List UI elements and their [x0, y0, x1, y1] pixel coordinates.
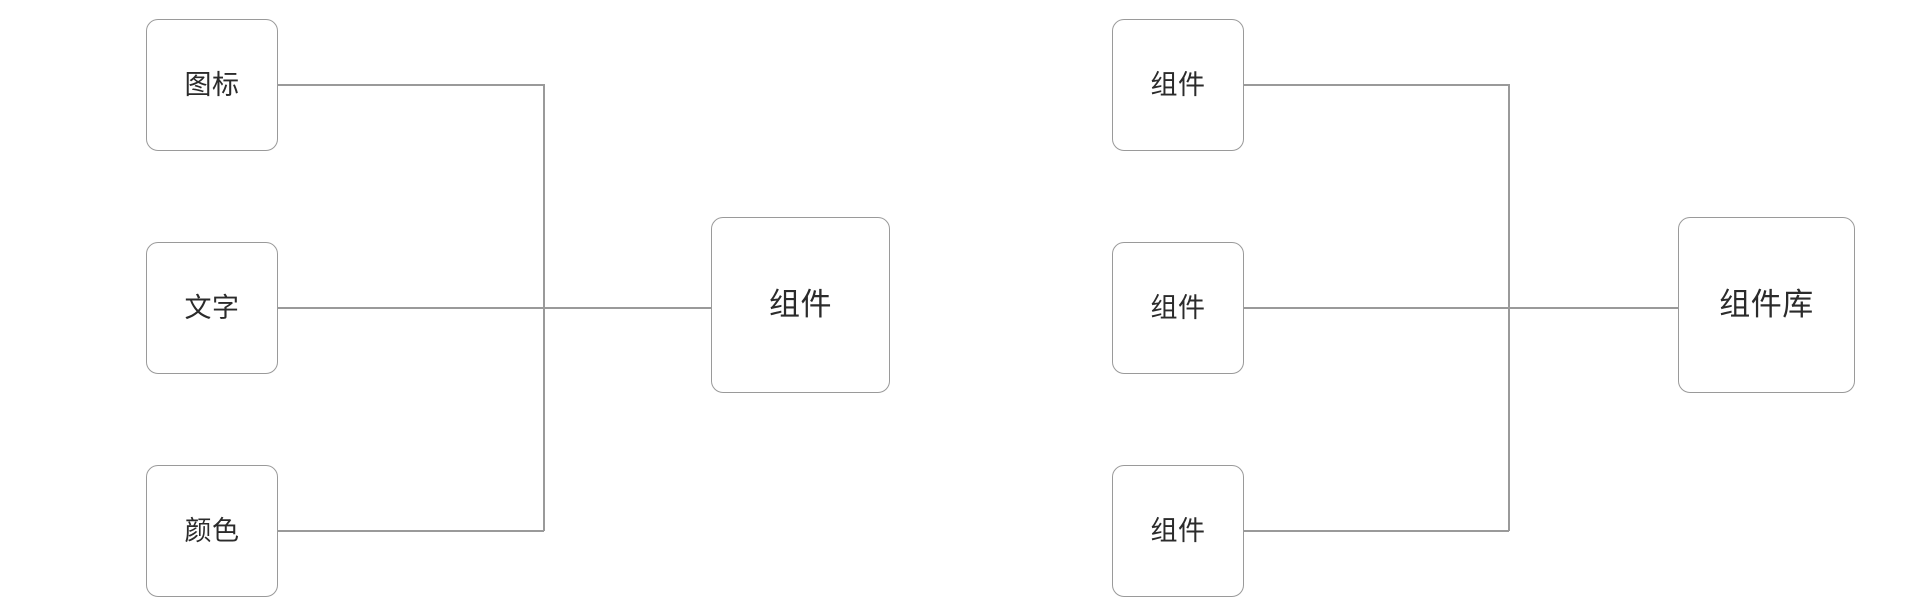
- node-component-library[interactable]: 组件库: [1678, 217, 1855, 393]
- node-component-1[interactable]: 组件: [1112, 19, 1244, 151]
- edge-icon-to-bus: [278, 84, 544, 86]
- edge-component-3-to-bus: [1244, 530, 1509, 532]
- node-component-3-label: 组件: [1150, 515, 1206, 547]
- edge-component-1-to-bus: [1244, 84, 1509, 86]
- node-component-label: 组件: [769, 286, 832, 323]
- edge-color-to-bus: [278, 530, 544, 532]
- node-text[interactable]: 文字: [146, 242, 278, 374]
- edge-component-2-to-bus: [1244, 307, 1509, 309]
- node-component-3[interactable]: 组件: [1112, 465, 1244, 597]
- edge-bus-to-component: [543, 307, 711, 309]
- edge-bus-to-component-library: [1508, 307, 1678, 309]
- edge-text-to-bus: [278, 307, 544, 309]
- node-icon-label: 图标: [184, 69, 240, 101]
- node-component[interactable]: 组件: [711, 217, 890, 393]
- node-component-2-label: 组件: [1150, 292, 1206, 324]
- node-text-label: 文字: [184, 292, 240, 324]
- node-color-label: 颜色: [184, 515, 240, 547]
- node-component-1-label: 组件: [1150, 69, 1206, 101]
- node-color[interactable]: 颜色: [146, 465, 278, 597]
- node-component-library-label: 组件库: [1719, 286, 1814, 323]
- node-component-2[interactable]: 组件: [1112, 242, 1244, 374]
- node-icon[interactable]: 图标: [146, 19, 278, 151]
